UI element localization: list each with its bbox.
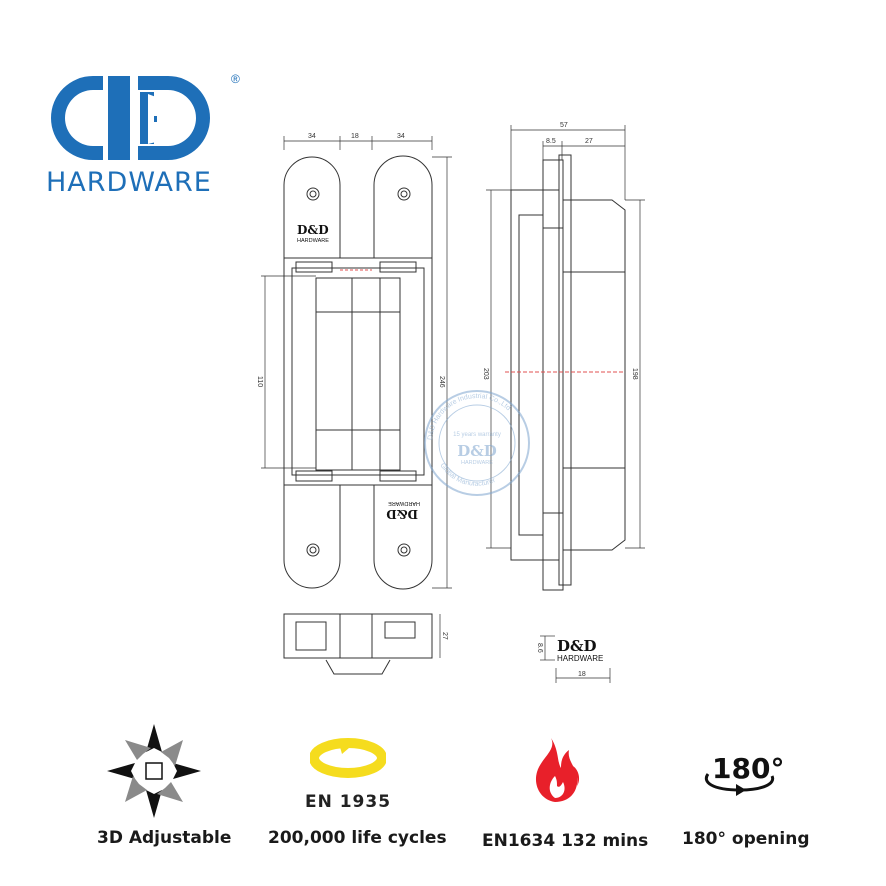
left-leaf-top: [283, 156, 341, 259]
feature-label-fire: EN1634 132 mins: [482, 831, 649, 851]
dim-logo-height: 8.6: [536, 643, 543, 653]
registered-mark: ®: [231, 72, 240, 86]
engraving-brand-top: D&D: [297, 223, 329, 237]
engraving-subtitle-bottom: HARDWARE: [388, 500, 420, 506]
dd-logo-mark: [51, 76, 210, 160]
technical-drawing: 34 18 34 110 246 27 57 8.5 27 203 198 8.…: [256, 122, 645, 683]
dim-total-height: 246: [438, 376, 445, 388]
right-leaf-bottom: [373, 484, 433, 590]
feature-label-opening: 180° opening: [682, 829, 810, 849]
engraving-brand-bottom: D&D: [386, 507, 418, 521]
dim-side-height-left: 203: [482, 368, 489, 380]
dim-logo-width: 18: [578, 671, 586, 678]
dim-bottom-depth: 27: [441, 632, 448, 640]
dim-leaf-right: 34: [397, 133, 405, 140]
right-leaf-top: [373, 155, 433, 259]
en1935-badge: EN 1935: [304, 792, 392, 812]
left-leaf-bottom: [283, 484, 341, 589]
fire-icon: [535, 738, 580, 802]
warranty-watermark: D&D Hardware Industrial Co.,Ltd Global M…: [424, 390, 530, 496]
dim-body-height: 110: [256, 376, 263, 387]
3d-arrows-icon: [107, 724, 201, 818]
detail-brand: D&D: [557, 637, 597, 655]
dim-gap: 18: [351, 133, 359, 140]
engraving-subtitle-top: HARDWARE: [297, 238, 329, 244]
watermark-brand: D&D: [457, 442, 497, 460]
feature-label-3d: 3D Adjustable: [97, 828, 232, 848]
logo-wordmark: HARDWARE: [46, 167, 212, 198]
dim-side-height-right: 198: [631, 368, 638, 380]
dim-side-flange: 8.5: [546, 138, 556, 145]
watermark-warranty: 15 years warranty: [453, 432, 501, 438]
rotate-180-icon: [705, 773, 775, 796]
dim-leaf-left: 34: [308, 133, 316, 140]
dim-side-body: 27: [585, 138, 593, 145]
watermark-subtitle: HARDWARE: [461, 460, 493, 466]
rotate-cycle-icon: [310, 738, 386, 778]
dim-side-total: 57: [560, 122, 568, 129]
feature-label-cycles: 200,000 life cycles: [268, 828, 447, 848]
detail-subtitle: HARDWARE: [557, 654, 603, 663]
